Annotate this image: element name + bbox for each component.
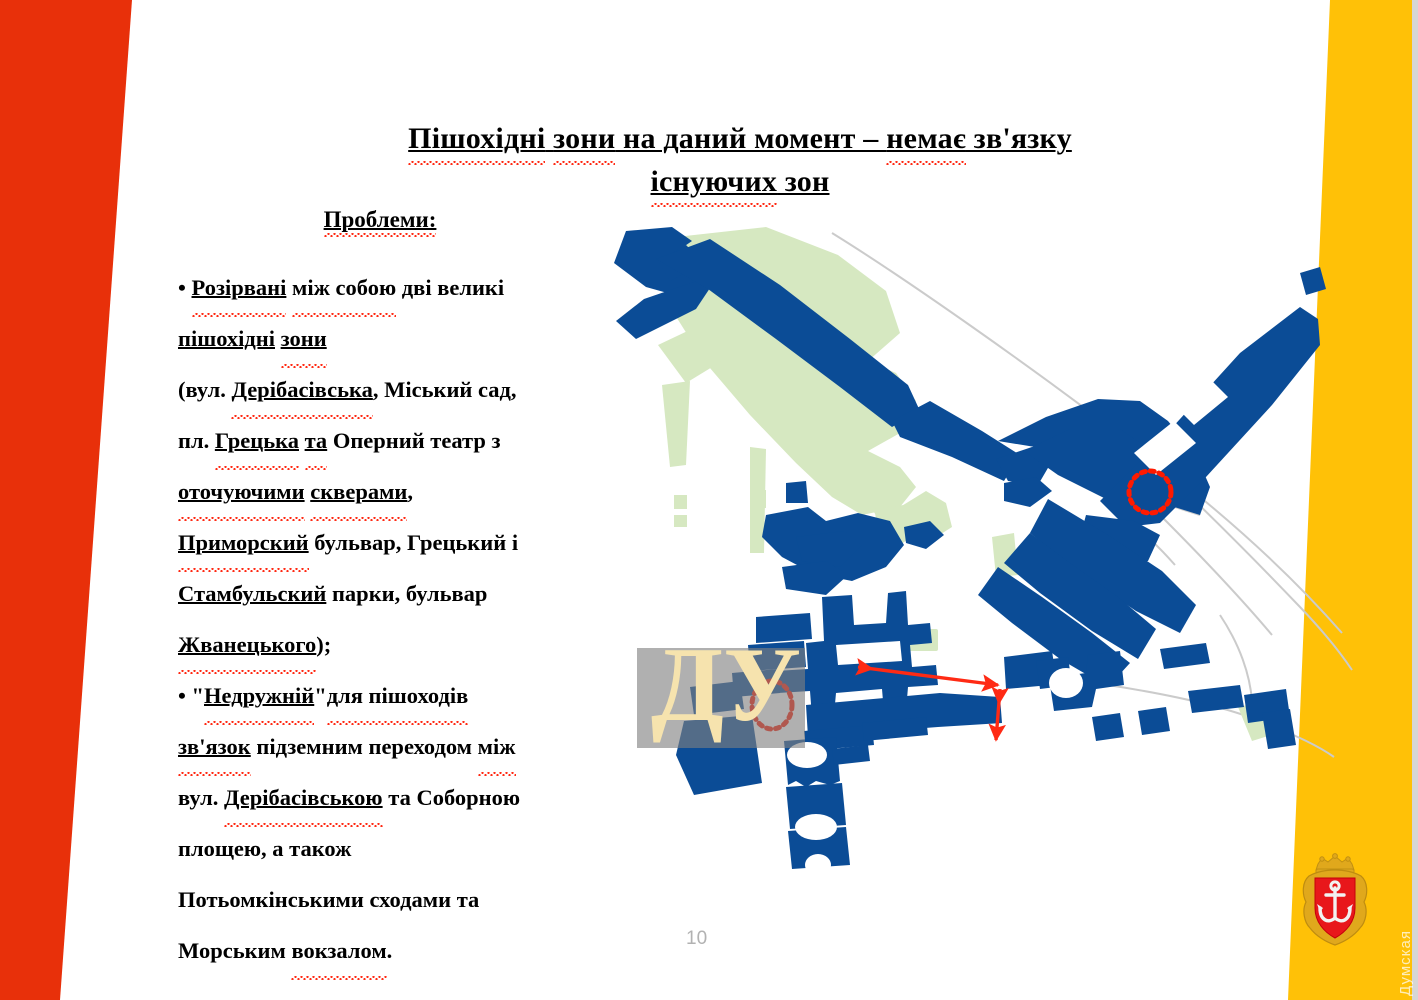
title-word-zony: зони: [553, 118, 616, 165]
red-band-shape: [0, 0, 132, 1000]
body-line-4: оточуючими скверами,: [178, 466, 598, 521]
odessa-coat-of-arms-icon: [1296, 852, 1374, 948]
du-watermark: ДУ: [637, 648, 805, 748]
brand-watermark: Думская: [1397, 930, 1414, 996]
body-line-9: зв'язок підземним переходом між: [178, 721, 598, 776]
page-number: 10: [686, 928, 708, 949]
body-line-10: вул. Дерібасівською та Соборною: [178, 772, 598, 827]
title-line-2: існуючих зон: [300, 161, 1180, 207]
body-text-block: • Розірвані між собою дві великі пішохід…: [178, 262, 598, 980]
body-line-1: пішохідні зони: [178, 313, 598, 368]
decorative-band-right: [1288, 0, 1418, 1000]
problems-label: Проблеми:: [180, 207, 580, 237]
title-word-nemaye: немає: [886, 118, 966, 165]
body-line-2: (вул. Дерібасівська, Міський сад,: [178, 364, 598, 419]
page-title: Пішохідні зони на даний момент – немає з…: [300, 118, 1180, 207]
map-street-holes: [787, 641, 1083, 875]
gap-marker-north-icon: [1126, 468, 1174, 516]
body-line-8: • "Недружній"для пішоходів: [178, 670, 598, 725]
body-line-6: Стамбульский парки, бульвар: [178, 581, 488, 606]
body-line-5: Приморский бульвар, Грецький і: [178, 517, 598, 572]
title-word-isnuyuchyh: існуючих: [650, 161, 778, 207]
body-line-3: пл. Грецька та Оперний театр з: [178, 415, 598, 470]
map-band-holes: [1134, 375, 1228, 475]
body-line-7: Жванецького);: [178, 619, 598, 674]
yellow-band-shape: [1288, 0, 1418, 1000]
problems-label-text: Проблеми:: [323, 207, 437, 237]
anchor-flukes: [1317, 904, 1353, 912]
anchor-icon: [1318, 886, 1352, 923]
vertical-gap-arrow: [988, 686, 1009, 742]
page-edge-line: [1412, 0, 1418, 1000]
horizontal-gap-arrow: [855, 658, 1000, 692]
body-line-13: Морським вокзалом.: [178, 925, 598, 980]
body-line-12: Потьомкінськими сходами та: [178, 887, 480, 912]
title-word-pishohidni: Пішохідні: [408, 118, 546, 165]
body-line-0: • Розірвані між собою дві великі: [178, 262, 598, 317]
title-line-1: Пішохідні зони на даний момент – немає з…: [300, 118, 1180, 165]
map-measure-arrows: [855, 658, 1009, 742]
du-watermark-letters: ДУ: [651, 648, 801, 743]
body-line-11: площею, а також: [178, 836, 352, 861]
decorative-band-left: [0, 0, 175, 1000]
city-pedestrian-zones-map: [600, 215, 1360, 875]
